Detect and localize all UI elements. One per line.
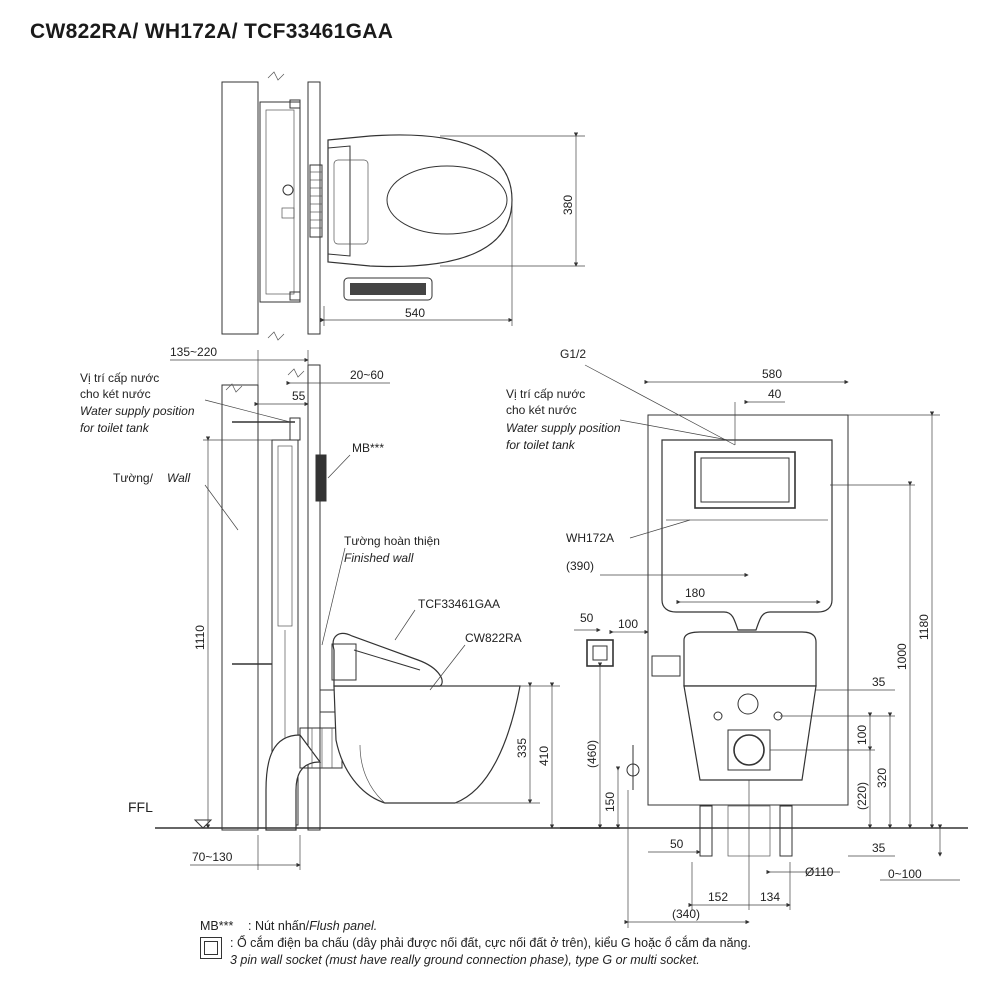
dim-540: 540	[405, 306, 425, 320]
top-finish-wall	[307, 81, 321, 335]
front-view: 580 40 G1/2 (390) 180 50 100 1180 1000 3…	[506, 347, 968, 928]
dim-20-60: 20~60	[350, 368, 384, 382]
ffl-label: FFL	[128, 799, 153, 815]
dim-220: (220)	[855, 782, 869, 810]
legend-mb-key: MB***	[200, 919, 234, 933]
dim-180: 180	[685, 586, 705, 600]
dim-100-gap: 100	[618, 617, 638, 631]
dim-50-bottom: 50	[670, 837, 684, 851]
dim-580: 580	[762, 367, 782, 381]
dim-150: 150	[603, 792, 617, 812]
top-seat-outline	[327, 134, 513, 268]
dim-35-bottom: 35	[872, 841, 886, 855]
front-supply-en-1: Water supply position	[506, 421, 621, 435]
side-wall-hatch	[221, 384, 259, 831]
front-supply-vi-2: cho két nước	[506, 403, 577, 417]
side-supply-vi-2: cho két nước	[80, 387, 151, 401]
legend-mb-row: MB*** : Nút nhấn/ Flush panel.	[200, 918, 751, 935]
side-view: 135~220 20~60 55 1110 335 410 70~130 Vị …	[80, 345, 620, 870]
side-finished-en: Finished wall	[344, 551, 414, 565]
side-wall-vi: Tường/	[113, 471, 154, 485]
front-tank	[661, 439, 833, 631]
dim-55: 55	[292, 389, 306, 403]
dim-1000: 1000	[895, 643, 909, 670]
front-socket	[586, 639, 614, 667]
dim-d110: Ø110	[805, 865, 834, 879]
dim-70-130: 70~130	[192, 850, 233, 864]
side-seat-model: TCF33461GAA	[418, 597, 500, 611]
dim-410: 410	[537, 746, 551, 766]
dim-152: 152	[708, 890, 728, 904]
dim-1110: 1110	[193, 625, 207, 650]
dim-335: 335	[515, 738, 529, 758]
dim-1180: 1180	[917, 614, 931, 640]
legend: MB*** : Nút nhấn/ Flush panel. : Ổ cắm đ…	[200, 918, 751, 969]
legend-mb-en: Flush panel.	[309, 919, 378, 933]
front-frame-model: WH172A	[566, 531, 614, 545]
top-wall-hatch	[221, 81, 259, 335]
dim-380: 380	[561, 195, 575, 215]
side-mb-label: MB***	[352, 441, 384, 455]
dim-35-top: 35	[872, 675, 886, 689]
front-supply-vi-1: Vị trí cấp nước	[506, 387, 585, 401]
dim-0-100: 0~100	[888, 867, 922, 881]
side-supply-en-2: for toilet tank	[80, 421, 150, 435]
legend-mb-vi: : Nút nhấn/	[248, 919, 310, 933]
grille-lines	[310, 171, 322, 229]
side-wall-en: Wall	[167, 471, 190, 485]
legend-socket-vi: : Ổ cắm điện ba chấu (dây phải được nối …	[230, 936, 751, 950]
front-bowl	[683, 631, 817, 687]
dim-460: (460)	[585, 740, 599, 768]
dim-40: 40	[768, 387, 782, 401]
mb-panel	[315, 454, 327, 502]
side-supply-en-1: Water supply position	[80, 404, 195, 418]
remote-control	[343, 277, 433, 301]
dim-340: (340)	[672, 907, 700, 921]
side-bowl	[333, 685, 521, 804]
side-drain-pipe	[265, 734, 322, 831]
legend-socket-en: 3 pin wall socket (must have really grou…	[230, 953, 700, 967]
drawing-title: CW822RA/ WH172A/ TCF33461GAA	[30, 20, 394, 43]
dim-50-socket: 50	[580, 611, 594, 625]
top-frame	[259, 101, 301, 303]
front-supply-en-2: for toilet tank	[506, 438, 576, 452]
dim-134: 134	[760, 890, 780, 904]
dim-320: 320	[875, 768, 889, 788]
top-seat-opening	[386, 165, 508, 235]
top-view: 540 380	[221, 71, 585, 341]
dim-135-220: 135~220	[170, 345, 217, 359]
side-finish-wall	[307, 364, 321, 831]
side-finished-vi: Tường hoàn thiện	[344, 534, 440, 548]
dim-100: 100	[855, 725, 869, 745]
side-bowl-model: CW822RA	[465, 631, 522, 645]
socket-icon	[200, 937, 222, 959]
side-supply-vi-1: Vị trí cấp nước	[80, 371, 159, 385]
dim-g12: G1/2	[560, 347, 586, 361]
dim-390: (390)	[566, 559, 594, 573]
legend-socket-row: : Ổ cắm điện ba chấu (dây phải được nối …	[200, 935, 751, 969]
